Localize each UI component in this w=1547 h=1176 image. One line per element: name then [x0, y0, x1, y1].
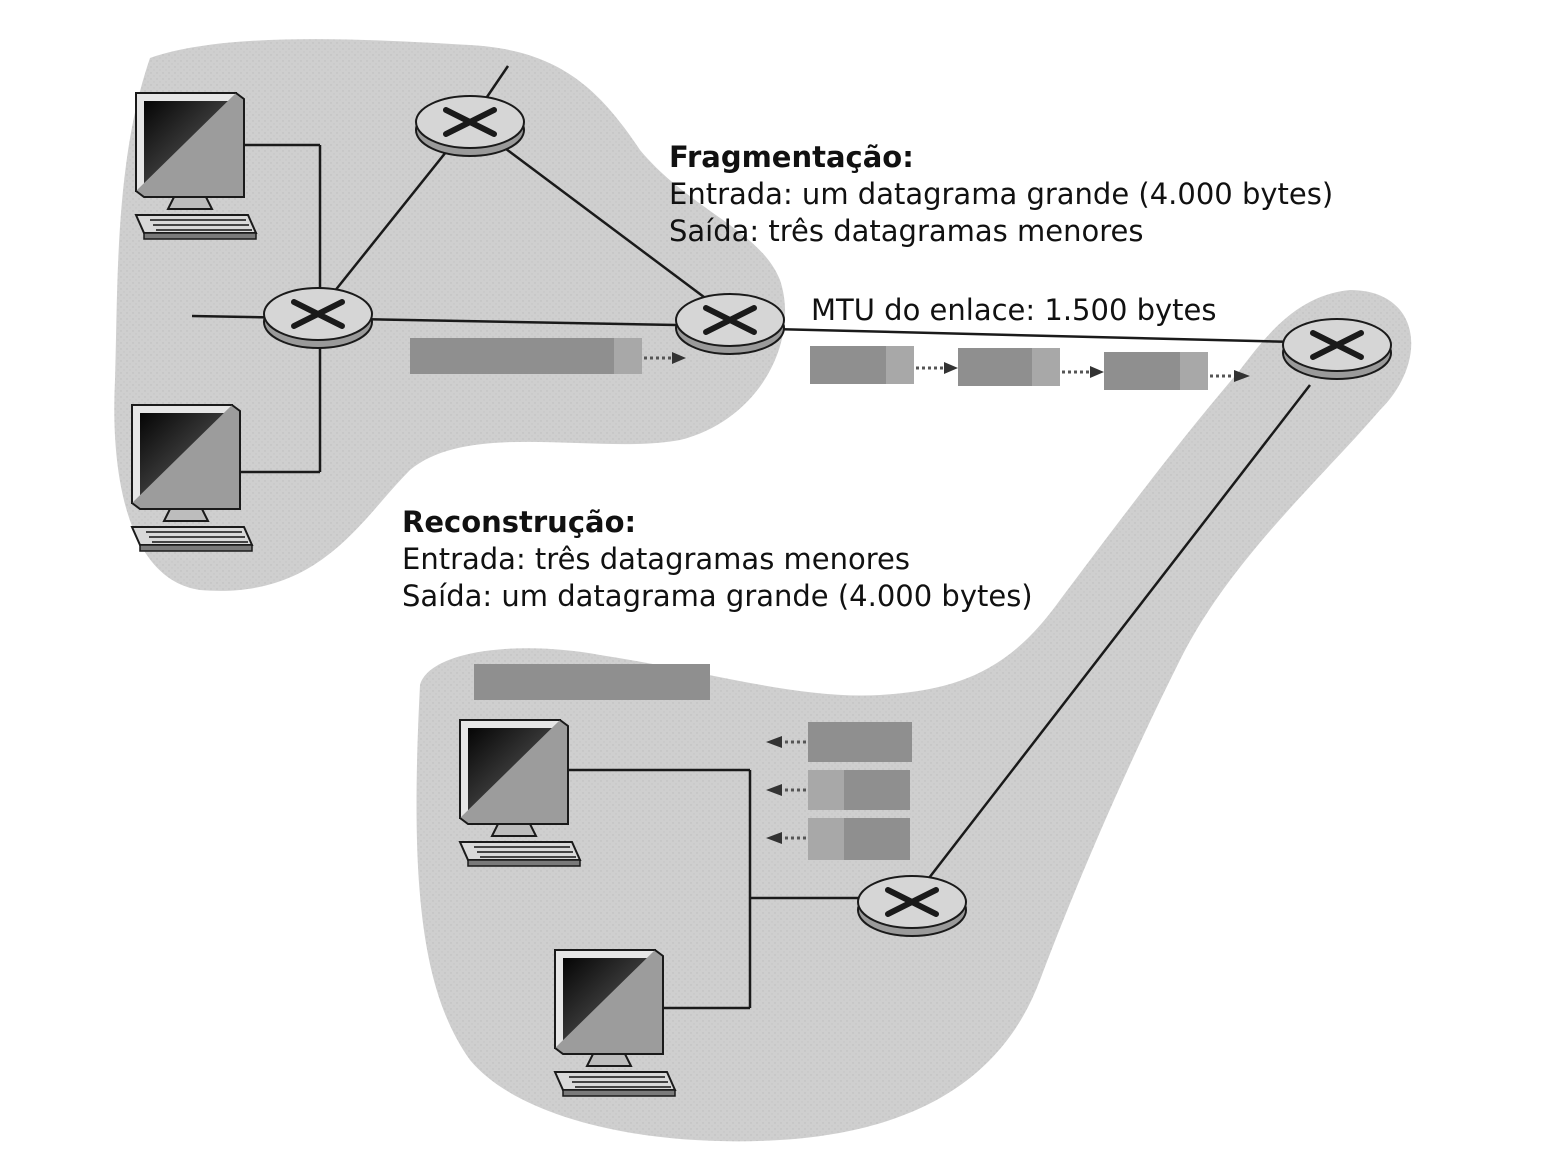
network-region-source	[114, 39, 786, 591]
computer-icon	[459, 719, 581, 867]
reassembly-label: Reconstrução: Entrada: três datagramas m…	[402, 504, 1033, 615]
fragment-datagram	[766, 818, 910, 860]
fragmentation-output: Saída: três datagramas menores	[669, 214, 1144, 248]
reassembly-input: Entrada: três datagramas menores	[402, 542, 910, 576]
reassembly-output: Saída: um datagrama grande (4.000 bytes)	[402, 579, 1033, 613]
fragment-datagram	[766, 722, 912, 762]
router-icon	[264, 288, 372, 348]
computer-icon	[135, 92, 257, 240]
fragment-datagram	[810, 346, 958, 384]
router-icon	[416, 96, 524, 156]
router-icon	[858, 876, 966, 936]
router-icon	[1283, 319, 1391, 379]
fragment-datagram	[958, 348, 1104, 386]
router-icon	[676, 294, 784, 354]
reassembled-datagram	[474, 664, 710, 700]
fragmentation-heading: Fragmentação:	[669, 140, 914, 174]
fragmentation-label: Fragmentação: Entrada: um datagrama gran…	[669, 139, 1333, 250]
large-datagram	[410, 338, 686, 374]
fragmentation-input: Entrada: um datagrama grande (4.000 byte…	[669, 177, 1334, 211]
computer-icon	[131, 404, 253, 552]
mtu-label: MTU do enlace: 1.500 bytes	[811, 293, 1217, 327]
fragment-datagram	[1104, 352, 1250, 390]
reassembly-heading: Reconstrução:	[402, 505, 637, 539]
computer-icon	[554, 949, 676, 1097]
fragment-datagram	[766, 770, 910, 810]
arrow-icon	[644, 352, 686, 364]
network-region-destination	[416, 290, 1412, 1142]
